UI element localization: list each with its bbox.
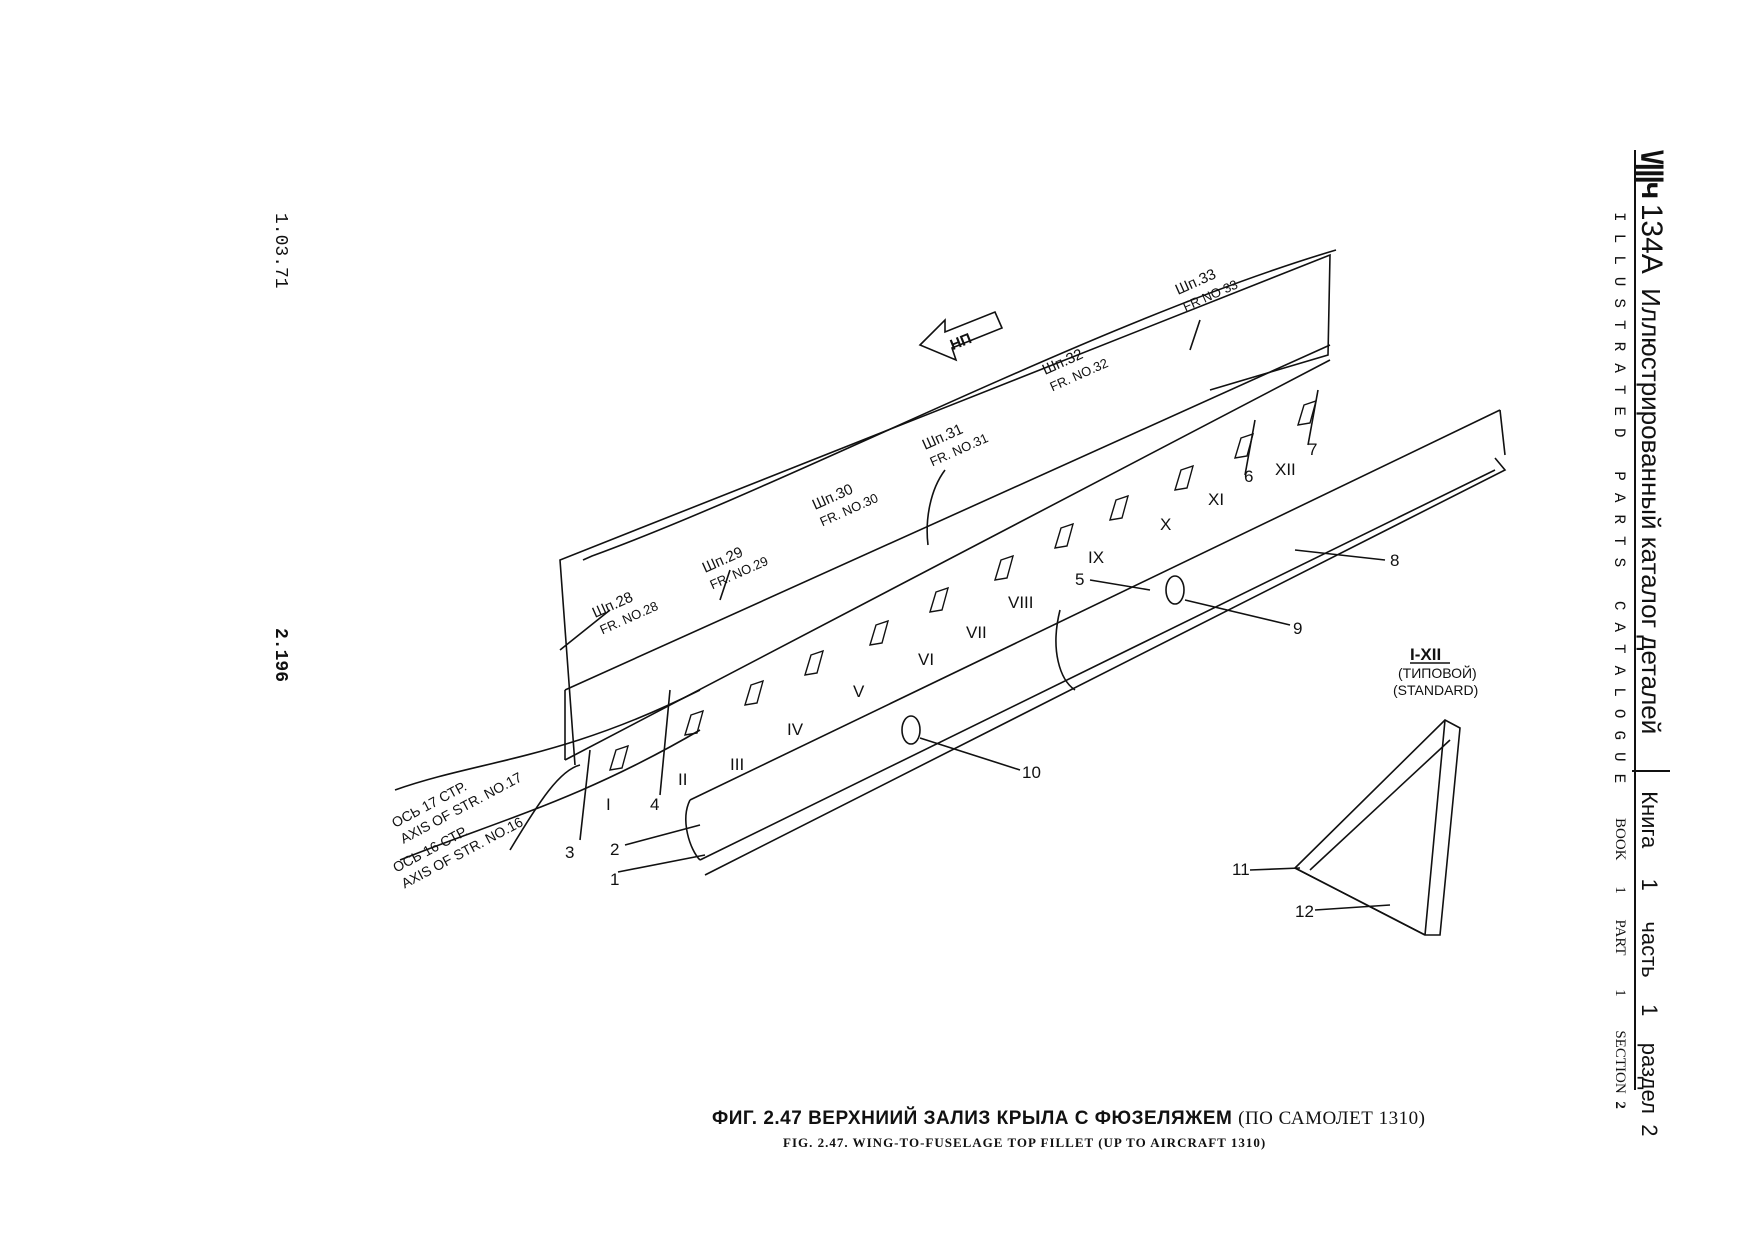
roman-III: III: [730, 755, 744, 774]
roman-IV: IV: [787, 720, 804, 739]
fuselage-panel-front-curve: [509, 764, 581, 851]
figure-caption-ru: ФИГ. 2.47 ВЕРХНИИЙ ЗАЛИЗ КРЫЛА С ФЮЗЕЛЯЖ…: [712, 1108, 1425, 1130]
callout-1: 1: [610, 870, 619, 889]
caption-ru-note: (ПО САМОЛЕТ 1310): [1238, 1108, 1426, 1129]
frame-line-31: [926, 469, 946, 546]
callout-10: 10: [1022, 763, 1041, 782]
roman-XII: XII: [1275, 460, 1296, 479]
direction-arrow-label: НП: [948, 330, 974, 354]
fillet-strip-top: [564, 344, 1331, 691]
callout-8: 8: [1390, 551, 1399, 570]
callout-6: 6: [1244, 467, 1253, 486]
roman-VI: VI: [918, 650, 934, 669]
frame-line-33: [1189, 319, 1201, 351]
direction-arrow-shape: [918, 310, 1004, 362]
roman-labels: I II III IV V VI VII VIII IX X XI XII: [606, 460, 1296, 814]
callout-3: 3: [565, 843, 574, 862]
roman-V: V: [853, 682, 865, 701]
roman-IX: IX: [1088, 548, 1104, 567]
axis-line-17: [394, 689, 701, 791]
part-callouts: 1 2 3 4 5 6 7 8 9 10: [565, 440, 1399, 889]
frame-line-28: [559, 609, 611, 651]
roman-II: II: [678, 770, 687, 789]
header-rule: [1634, 150, 1636, 1090]
fuselage-panel-outline: [559, 253, 1331, 766]
roman-I: I: [606, 795, 611, 814]
roman-VII: VII: [966, 623, 987, 642]
hatch-9: [1165, 575, 1185, 605]
caption-ru-main: ФИГ. 2.47 ВЕРХНИИЙ ЗАЛИЗ КРЫЛА С ФЮЗЕЛЯЖ…: [712, 1108, 1233, 1129]
callout-5: 5: [1075, 570, 1084, 589]
detail-ru: (ТИПОВОЙ): [1398, 664, 1477, 681]
callout-12: 12: [1295, 902, 1314, 921]
axis-line-16: [399, 729, 701, 861]
frame-line-29: [719, 569, 731, 601]
lower-strip-rim: [704, 457, 1507, 876]
hatch-10: [901, 715, 921, 745]
lower-strip-edge: [1499, 409, 1506, 456]
callout-9: 9: [1293, 619, 1302, 638]
fuselage-panel-top: [582, 249, 1337, 561]
header-divider: [1632, 770, 1670, 772]
detail-en: (STANDARD): [1393, 682, 1478, 698]
figure-caption-en: FIG. 2.47. WING-TO-FUSELAGE TOP FILLET (…: [783, 1135, 1267, 1150]
lower-strip-bottom: [699, 469, 1496, 861]
roman-X: X: [1160, 515, 1171, 534]
brackets: [609, 399, 1318, 771]
roman-VIII: VIII: [1008, 593, 1034, 612]
lower-strip-front: [685, 799, 701, 861]
callout-4: 4: [650, 795, 659, 814]
seam-line: [1055, 609, 1076, 691]
frame-labels: Шп.28 FR. NO.28 Шп.29 FR. NO.29 Шп.30 FR…: [590, 266, 1240, 637]
callout-2: 2: [610, 840, 619, 859]
callout-11: 11: [1232, 860, 1250, 879]
callout-7: 7: [1308, 440, 1317, 459]
lower-strip-top: [689, 409, 1501, 801]
detail-range: I-XII: [1410, 645, 1441, 664]
roman-XI: XI: [1208, 490, 1224, 509]
